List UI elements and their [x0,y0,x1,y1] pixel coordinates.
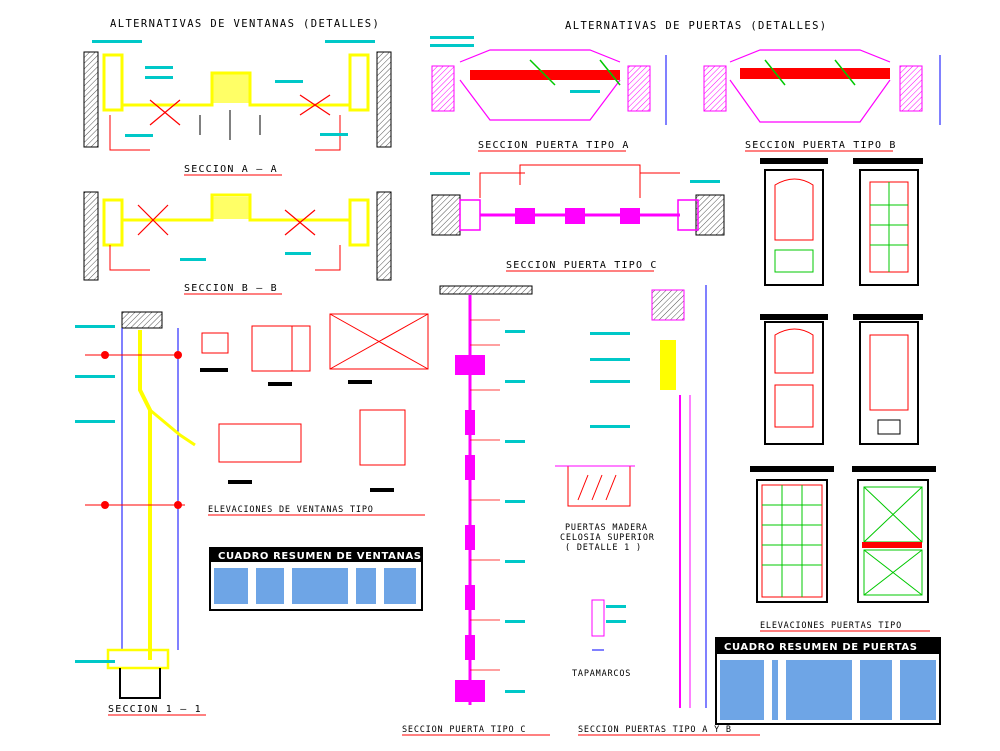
door-section-b [703,49,941,125]
tapamarcos-label: TAPAMARCOS [572,669,631,679]
door-elev-label: ELEVACIONES PUERTAS TIPO [760,621,902,631]
sec-11-label: SECCION 1 — 1 [108,704,202,715]
door-c-bottom-label: SECCION PUERTA TIPO C [402,725,526,735]
detail-1-line1: PUERTAS MADERA [565,523,648,533]
doors-title: ALTERNATIVAS DE PUERTAS (DETALLES) [565,20,828,32]
doors-ab-vertical-section [590,285,707,708]
window-section-11 [75,311,196,699]
doors-table-title: CUADRO RESUMEN DE PUERTAS [724,642,918,653]
door-b-label: SECCION PUERTA TIPO B [745,140,897,151]
door-c-vertical-section [439,285,533,705]
sec-aa-label: SECCION A — A [184,164,278,175]
door-c-label: SECCION PUERTA TIPO C [506,260,658,271]
windows-summary-table: CUADRO RESUMEN DE VENTANAS [209,547,423,611]
window-section-aa [83,40,392,151]
door-section-a [430,36,667,125]
tapamarcos-drawing [591,599,626,651]
doors-summary-table: CUADRO RESUMEN DE PUERTAS [715,637,941,725]
window-elevations [200,313,429,492]
door-a-label: SECCION PUERTA TIPO A [478,140,630,151]
door-section-c [430,164,725,236]
doors-ab-label: SECCION PUERTAS TIPO A Y B [578,725,732,735]
sec-bb-label: SECCION B — B [184,283,278,294]
window-elev-label: ELEVACIONES DE VENTANAS TIPO [208,505,374,515]
window-section-bb [83,191,392,281]
windows-title: ALTERNATIVAS DE VENTANAS (DETALLES) [110,18,380,30]
detail-1-line3: ( DETALLE 1 ) [565,543,642,553]
windows-table-title: CUADRO RESUMEN DE VENTANAS [218,551,422,562]
door-elevations [750,158,936,603]
detail-1-line2: CELOSIA SUPERIOR [560,533,655,543]
detail-1-drawing [555,465,635,507]
